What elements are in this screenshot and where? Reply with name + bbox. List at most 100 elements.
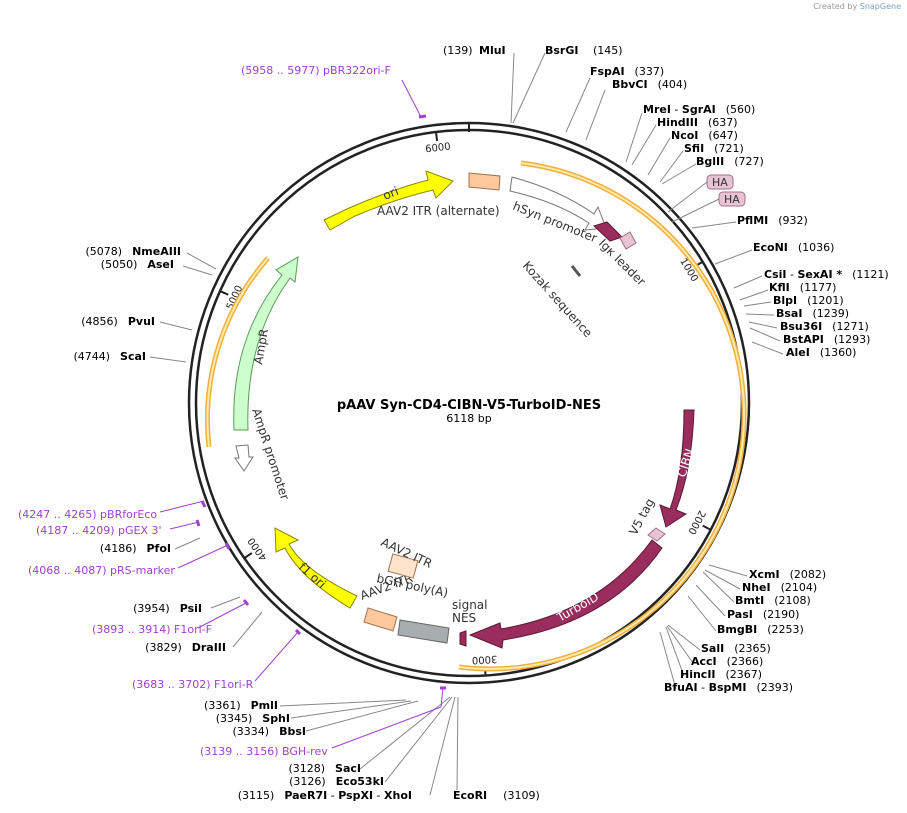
enzyme-mrei[interactable]: MreI - SgrAI(560): [643, 103, 755, 116]
enzyme-asei[interactable]: (5050)AseI: [101, 258, 174, 271]
enzyme-econi[interactable]: EcoNI(1036): [753, 241, 834, 254]
enzyme-ecori[interactable]: EcoRI(3109): [453, 789, 540, 802]
enzyme-eco53ki[interactable]: (3126)Eco53kI: [289, 775, 384, 788]
feature-aav2-itr-2[interactable]: [387, 553, 419, 579]
feature-ori-label: ori: [381, 184, 401, 203]
enzyme-nhei[interactable]: NheI(2104): [742, 581, 817, 594]
primer-marks: [195, 114, 446, 690]
enzyme-sfii[interactable]: SfiI(721): [684, 142, 744, 155]
enzyme-bstapi[interactable]: BstAPI(1293): [783, 333, 870, 346]
primer-labels: (5958 .. 5977) pBR322ori-F (4247 .. 4265)…: [18, 64, 391, 758]
enzyme-acci[interactable]: AccI(2366): [691, 655, 763, 668]
enzyme-bbsi[interactable]: (3334)BbsI: [233, 725, 306, 738]
feature-hsyn-label: hSyn promoter: [511, 199, 599, 246]
ha-1-leader: [667, 181, 708, 213]
enzyme-bfuai[interactable]: BfuAI - BspMI(2393): [664, 681, 793, 694]
tick-mark-6000: [435, 131, 439, 142]
enzyme-labels-right: FspAI(337)BbvCI(404)MreI - SgrAI(560)Hin…: [590, 65, 889, 694]
feature-ori-arrow[interactable]: [323, 170, 454, 231]
snapgene-logo: SnapGene: [859, 2, 901, 11]
enzyme-hincii[interactable]: HincII(2367): [680, 668, 762, 681]
tick-mark-2000: [702, 524, 712, 531]
enzyme-bsrgi[interactable]: BsrGI: [545, 44, 578, 57]
enzyme-pvui[interactable]: (4856)PvuI: [81, 315, 155, 328]
feature-turboid-arrow[interactable]: [468, 539, 663, 649]
enzyme-xcmi[interactable]: XcmI(2082): [749, 568, 826, 581]
ha-2-leader: [671, 198, 720, 223]
primer-label[interactable]: (4068 .. 4087) pRS-marker: [28, 564, 175, 577]
primer-label[interactable]: (4187 .. 4209) pGEX 3': [36, 524, 162, 537]
enzyme-ncoi[interactable]: NcoI(647): [671, 129, 738, 142]
feature-hsyn-promoter[interactable]: [509, 176, 607, 231]
enzyme-nmeaiii[interactable]: (5078)NmeAIII: [86, 245, 182, 258]
enzyme-draiii[interactable]: (3829)DraIII: [145, 641, 226, 654]
enzyme-saci[interactable]: (3128)SacI: [288, 762, 361, 775]
feature-ampr-promoter-label: AmpR promoter: [249, 407, 292, 502]
feature-nes[interactable]: [459, 630, 467, 647]
feature-cibn-label: CIBN: [675, 447, 697, 479]
tick-label-2000: 2000: [685, 508, 707, 536]
feature-kozak-mark[interactable]: [570, 265, 582, 277]
enzyme-leader-lines-left: [149, 252, 459, 796]
primer-label[interactable]: (5958 .. 5977) pBR322ori-F: [241, 64, 391, 77]
feature-ampr-arrow[interactable]: [233, 256, 299, 431]
feature-ha-2-label: HA: [724, 193, 740, 206]
plasmid-size: 6118 bp: [446, 412, 491, 425]
feature-kozak-label: Kozak sequence: [520, 259, 595, 340]
feature-ha-1-label: HA: [712, 176, 728, 189]
feature-v5-tag[interactable]: [647, 527, 666, 542]
feature-igk-label: Igκ leader: [596, 236, 648, 288]
plasmid-title: pAAV Syn-CD4-CIBN-V5-TurboID-NES: [337, 398, 601, 413]
enzyme-csii[interactable]: CsiI - SexAI *(1121): [764, 268, 889, 281]
enzyme-pfoi[interactable]: (4186)PfoI: [100, 542, 171, 555]
feature-bgh-polya[interactable]: [397, 619, 450, 644]
enzyme-bsrgi-pos: (145): [593, 44, 623, 57]
enzyme-labels-top: (139) MluI BsrGI (145): [443, 44, 623, 57]
enzyme-psii[interactable]: (3954)PsiI: [133, 602, 202, 615]
enzyme-bmgbi[interactable]: BmgBI(2253): [717, 623, 804, 636]
enzyme-scai[interactable]: (4744)ScaI: [73, 350, 146, 363]
feature-aav2-itr-alt[interactable]: [468, 172, 501, 191]
primer-label[interactable]: (3893 .. 3914) F1ori-F: [92, 623, 212, 636]
enzyme-mlui[interactable]: MluI: [479, 44, 506, 57]
enzyme-bglii[interactable]: BglII(727): [696, 155, 764, 168]
feature-ampr-promoter[interactable]: [234, 444, 254, 472]
enzyme-blpi[interactable]: BlpI(1201): [773, 294, 844, 307]
enzyme-labels-left: (5078)NmeAIII(5050)AseI (4856)PvuI (4744)S…: [73, 245, 539, 802]
enzyme-sali[interactable]: SalI(2365): [701, 642, 771, 655]
enzyme-bbvci[interactable]: BbvCI(404): [612, 78, 687, 91]
feature-aav2-itr-alt-label: AAV2 ITR (alternate): [377, 204, 500, 218]
feature-cibn-arrow[interactable]: [659, 409, 695, 528]
orf-arc-main-inner: [458, 162, 745, 670]
enzyme-bsai[interactable]: BsaI(1239): [776, 307, 849, 320]
feature-signal-label: signal: [452, 598, 488, 612]
enzyme-pasi[interactable]: PasI(2190): [727, 608, 799, 621]
tick-label-4000: 4000: [246, 535, 270, 562]
enzyme-alei[interactable]: AleI(1360): [786, 346, 856, 359]
tick-label-3000: 3000: [471, 653, 497, 666]
enzyme-mlui-pos: (139): [443, 44, 473, 57]
enzyme-hindiii[interactable]: HindIII(637): [657, 116, 738, 129]
primer-label[interactable]: (3683 .. 3702) F1ori-R: [132, 678, 254, 691]
orf-arc-ampr-inner: [206, 257, 269, 448]
enzyme-bmti[interactable]: BmtI(2108): [735, 594, 811, 607]
tick-mark-5000: [219, 290, 229, 296]
enzyme-pflmi[interactable]: PflMI(932): [737, 214, 808, 227]
enzyme-xhoi-group[interactable]: (3115)PaeR7I - PspXI - XhoI: [238, 789, 412, 802]
tick-label-6000: 6000: [425, 141, 452, 155]
snapgene-credit: Created by SnapGene: [813, 2, 901, 11]
primer-label[interactable]: (3139 .. 3156) BGH-rev: [200, 745, 328, 758]
enzyme-fspai[interactable]: FspAI(337): [590, 65, 664, 78]
feature-aav2-itr-1[interactable]: [363, 607, 398, 632]
enzyme-bsu36i[interactable]: Bsu36I(1271): [780, 320, 869, 333]
tick-mark-4000: [243, 552, 253, 559]
enzyme-sphi[interactable]: (3345)SphI: [216, 712, 290, 725]
feature-ampr-label: AmpR: [251, 328, 271, 366]
primer-label[interactable]: (4247 .. 4265) pBRforEco: [18, 508, 157, 521]
enzyme-pmli[interactable]: (3361)PmlI: [204, 699, 278, 712]
enzyme-kfli[interactable]: KflI(1177): [769, 281, 836, 294]
feature-ha-mini[interactable]: [619, 231, 637, 250]
enzyme-leader-lines: [510, 52, 784, 690]
feature-f1-ori-arrow[interactable]: [274, 527, 358, 609]
